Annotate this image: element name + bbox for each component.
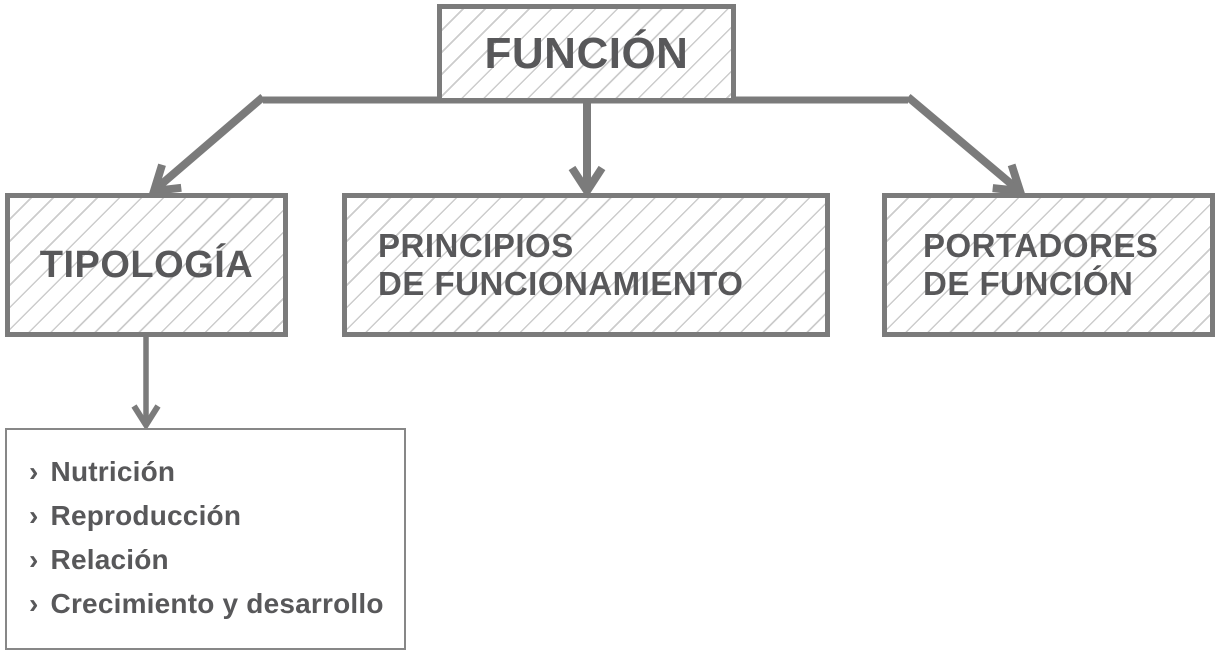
- list-item-label: Reproducción: [50, 500, 242, 531]
- chevron-bullet-icon: ›: [29, 544, 39, 575]
- list-item-label: Relación: [50, 544, 169, 575]
- list-item-label: Crecimiento y desarrollo: [50, 588, 384, 619]
- list-item-label: Nutrición: [50, 456, 176, 487]
- node-principios: PRINCIPIOS DE FUNCIONAMIENTO: [342, 193, 830, 337]
- list-item: › Nutrición: [29, 456, 394, 488]
- chevron-bullet-icon: ›: [29, 500, 39, 531]
- connector-left-diagonal: [154, 93, 266, 192]
- node-funcion-label: FUNCIÓN: [484, 28, 689, 78]
- node-portadores-label: PORTADORES DE FUNCIÓN: [923, 226, 1159, 302]
- list-item: › Crecimiento y desarrollo: [29, 588, 394, 620]
- chevron-bullet-icon: ›: [29, 456, 39, 487]
- node-tipologia-label: TIPOLOGÍA: [39, 243, 254, 286]
- arrowhead-typology: [131, 404, 161, 431]
- node-tipologia: TIPOLOGÍA: [5, 193, 288, 337]
- connector-right-diagonal: [905, 93, 1019, 192]
- list-item: › Relación: [29, 544, 394, 576]
- node-portadores: PORTADORES DE FUNCIÓN: [882, 193, 1215, 337]
- node-funcion: FUNCIÓN: [437, 4, 736, 103]
- chevron-bullet-icon: ›: [29, 588, 39, 619]
- typology-list-box: › Nutrición › Reproducción › Relación › …: [5, 428, 406, 650]
- list-item: › Reproducción: [29, 500, 394, 532]
- arrowhead-center: [568, 165, 606, 199]
- node-principios-label: PRINCIPIOS DE FUNCIONAMIENTO: [378, 226, 744, 302]
